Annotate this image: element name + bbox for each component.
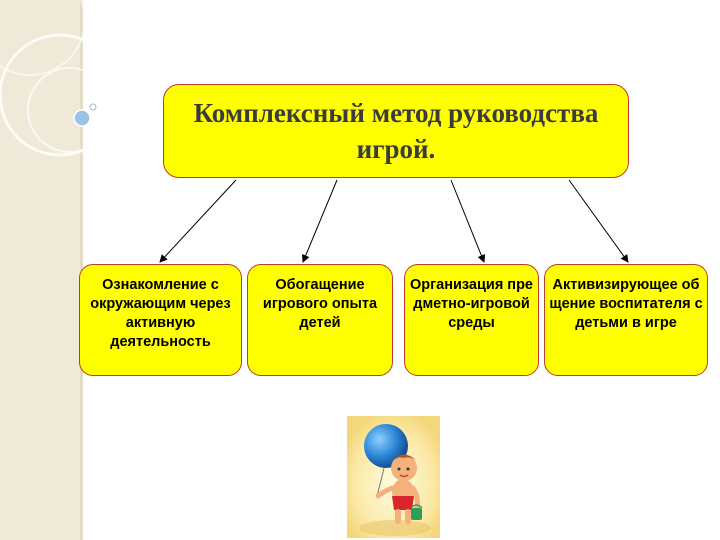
branch-box-2: Обогащение игрового опыта детей (247, 264, 393, 376)
bubble-small-icon (89, 103, 97, 111)
arrow-to-branch-3 (450, 179, 486, 263)
branch-box-1: Ознакомление с окружающим через активную… (79, 264, 242, 376)
branch-label-3: Организация предметно-игровой среды (410, 277, 533, 331)
child-with-balloon-icon (347, 416, 440, 538)
arrow-to-branch-4 (568, 179, 629, 263)
main-concept-box: Комплексный метод руководства игрой. (163, 84, 629, 178)
decorative-side-band (0, 0, 80, 540)
bubble-large-icon (73, 109, 91, 127)
branch-box-4: Активизирующее общение воспитателя с дет… (544, 264, 708, 376)
branch-label-4: Активизирующее общение воспитателя с дет… (549, 277, 703, 331)
arrow-to-branch-1 (159, 179, 237, 263)
branch-label-1: Ознакомление с окружающим через активную… (90, 277, 231, 350)
branch-label-2: Обогащение игрового опыта детей (262, 277, 378, 331)
branch-box-3: Организация предметно-игровой среды (404, 264, 539, 376)
decorative-circles (0, 0, 122, 157)
main-concept-title: Комплексный метод руководства игрой. (193, 98, 599, 164)
arrow-to-branch-2 (301, 179, 338, 263)
